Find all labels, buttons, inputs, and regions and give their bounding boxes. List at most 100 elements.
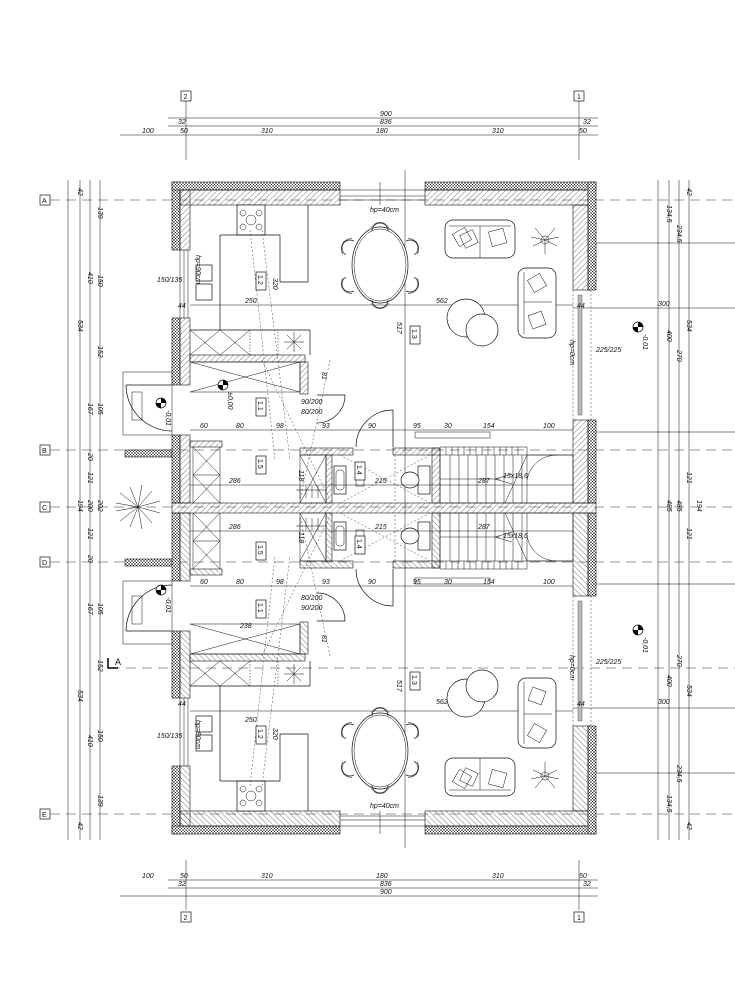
dim: 118 [297, 470, 304, 481]
dim: 534 [685, 685, 692, 697]
room-tag: 1.3 [409, 325, 421, 345]
dim: 287 [477, 478, 491, 485]
dim: 100 [543, 423, 555, 430]
dim: 44 [178, 303, 186, 310]
dim: 270 [675, 654, 682, 667]
svg-text:1.4: 1.4 [355, 465, 362, 475]
dim: 534 [76, 690, 83, 702]
window-size: 225/225 [595, 347, 621, 354]
dim: 200 [86, 499, 93, 512]
level-text: -0,01 [164, 410, 171, 426]
dim: 234,5 [675, 224, 682, 243]
dim: 286 [228, 524, 241, 531]
dim: 400 [665, 675, 672, 687]
svg-text:1.3: 1.3 [410, 329, 417, 339]
sill-height: hp=40cm [370, 207, 399, 214]
dim: 134,5 [665, 795, 672, 813]
sill-height: hp=40cm [370, 803, 399, 810]
axis-label: D [42, 560, 47, 567]
dim: 410 [86, 735, 93, 747]
dim: 152 [96, 660, 103, 672]
dim: 30 [444, 423, 452, 430]
stair-size: 15x18,6 [503, 473, 528, 480]
room-tags: 1.1 1.2 1.3 1.4 1.5 1.1 1.2 1.3 1.4 1.5 [255, 271, 421, 745]
dim: 836 [380, 119, 392, 126]
dim: 485 [665, 500, 672, 512]
level-text: -0,01 [641, 637, 648, 653]
dim: 121 [685, 472, 692, 484]
door-size: 90/200 [301, 605, 323, 612]
dim: 400 [665, 330, 672, 342]
chair-icon [405, 275, 423, 297]
level-text: -0,01 [641, 334, 648, 350]
dimension-lines-vertical [67, 180, 690, 840]
sill-height: hp=90cm [194, 255, 201, 284]
dim: 562 [436, 699, 448, 706]
dim: 100 [142, 873, 154, 880]
dim: 517 [395, 680, 402, 693]
dim: 180 [376, 873, 388, 880]
dim: 320 [271, 728, 278, 740]
dim: 286 [228, 478, 241, 485]
dim: 20 [86, 452, 93, 461]
svg-text:1.2: 1.2 [256, 275, 263, 285]
room-tag: 1.3 [409, 671, 421, 691]
door-size: 90/200 [301, 399, 323, 406]
dim: 32 [583, 119, 591, 126]
axis-label: 1 [577, 915, 581, 922]
dim: 118 [297, 532, 304, 543]
dim: 300 [658, 301, 670, 308]
dim: 150 [96, 730, 103, 742]
axis-label: B [42, 448, 47, 455]
axis-label: C [42, 505, 47, 512]
dim: 287 [477, 524, 491, 531]
dim: 150 [96, 275, 103, 287]
dim: 320 [271, 278, 278, 290]
dim: 154 [483, 423, 495, 430]
level-marker-icon [632, 321, 644, 333]
svg-text:1.4: 1.4 [355, 539, 362, 549]
dim: 121 [685, 528, 692, 540]
dwelling-unit-top [125, 181, 597, 504]
dim: 534 [76, 320, 83, 332]
dim: 215 [374, 478, 387, 485]
dim: 80 [236, 579, 244, 586]
axis-label: 2 [184, 94, 188, 101]
level-marker-icon [632, 624, 644, 636]
dim: 562 [436, 298, 448, 305]
section-label: A [115, 657, 121, 667]
dim: 105 [96, 603, 103, 615]
svg-text:1.1: 1.1 [256, 401, 263, 411]
level-marker-icon [155, 397, 167, 409]
room-tag: 1.2 [255, 725, 267, 745]
plant-icon [530, 227, 560, 254]
dim: 139 [96, 795, 103, 807]
dim: 310 [261, 873, 273, 880]
chair-icon [405, 235, 423, 257]
chair-icon [337, 275, 355, 297]
dim: 95 [413, 579, 421, 586]
window-size: 150/135 [157, 733, 182, 740]
dim: 30 [444, 579, 452, 586]
dim: 95 [413, 423, 421, 430]
room-tag: 1.4 [354, 535, 366, 555]
dim: 310 [261, 128, 273, 135]
dim: 485 [675, 500, 682, 512]
dim: 121 [86, 528, 93, 540]
dim: 310 [492, 128, 504, 135]
dim: 93 [322, 579, 330, 586]
sill-height: hp=90cm [194, 720, 201, 749]
room-tag: 1.1 [255, 397, 267, 417]
dim: 900 [380, 111, 392, 118]
plant-icon [115, 484, 161, 530]
dim: 180 [376, 128, 388, 135]
dim: 534 [685, 320, 692, 332]
dim: 900 [380, 889, 392, 896]
svg-text:1.2: 1.2 [256, 729, 263, 739]
dim: 194 [76, 500, 83, 512]
dim: 836 [380, 881, 392, 888]
room-tag: 1.4 [354, 461, 366, 481]
room-tag: 1.2 [255, 271, 267, 291]
dim: 42 [685, 822, 692, 830]
